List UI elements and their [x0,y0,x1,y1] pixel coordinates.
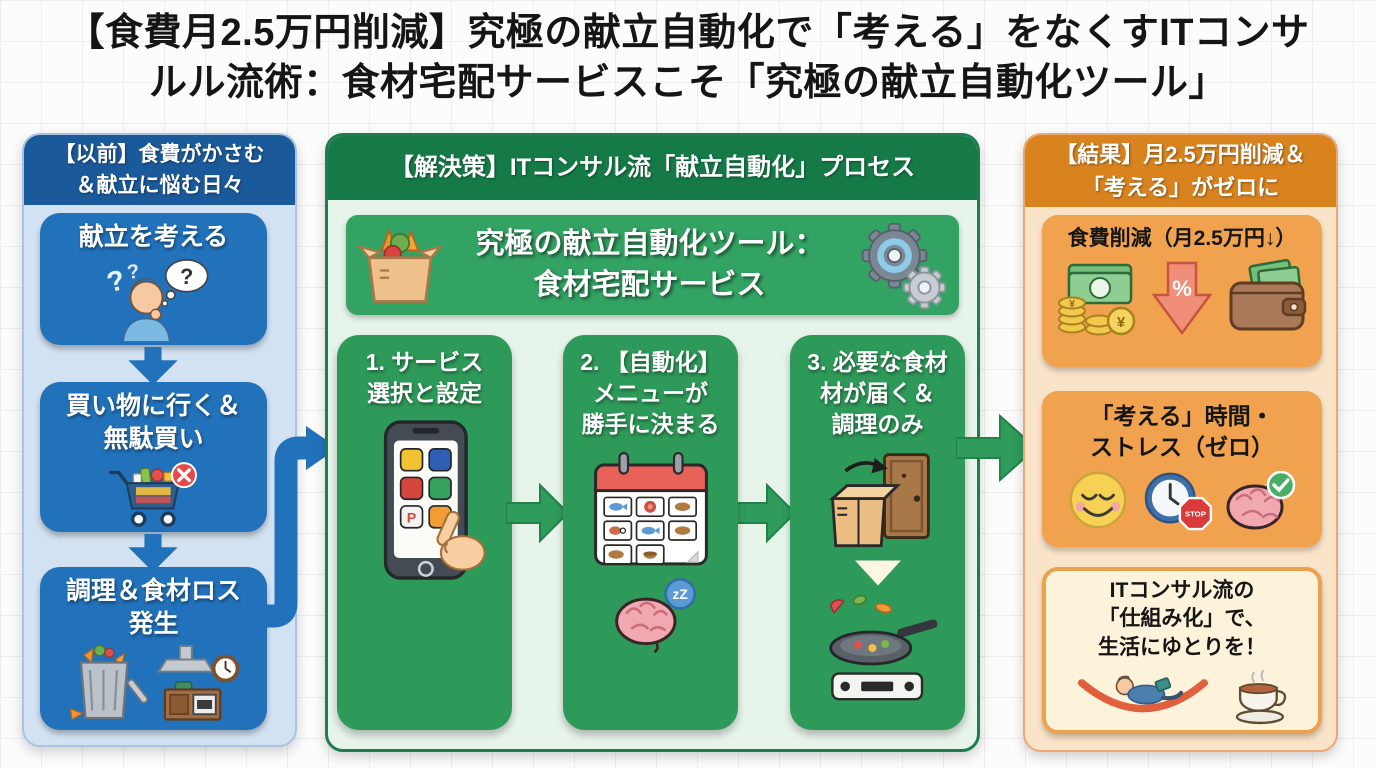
yen-label: ¥ [1069,299,1075,310]
result-card2-line1: 「考える」時間・ [1090,403,1274,429]
down-arrow-icon [128,347,178,385]
coffee-cup-icon [1235,670,1287,725]
brain-check-icon [1226,471,1296,530]
before-card2-title: 買い物に行く＆ 無駄買い [66,390,241,455]
result-card-zero-stress: 「考える」時間・ ストレス（ゼロ） STOP [1042,391,1322,547]
result-header-line2: 「考える」がゼロに [1081,175,1280,200]
thinking-person-icon: ? ? ? [103,258,208,342]
wasteful-shopping-cart-icon [108,462,197,527]
step3-label: 3. 必要な食材 材が届く＆ 調理のみ [790,347,965,440]
before-card-shopping-waste: 買い物に行く＆ 無駄買い [40,382,267,532]
food-waste-kitchen-icon [69,644,239,721]
step3-line1: 3. 必要な食材 [807,349,948,375]
solution-banner: 究極の献立自動化ツール： 食材宅配サービス [346,215,959,315]
step2-label: 2. 【自動化】 メニューが 勝手に決まる [563,347,738,440]
gears-icon [861,222,947,310]
before-column: 【以前】食費がかさむ ＆献立に悩む日々 献立を考える ? ? ? [22,133,297,747]
step3-line3: 調理のみ [831,411,924,438]
percent-down-arrow-icon: % [1151,262,1213,336]
s-curve-flow-arrow-icon [254,426,338,628]
app-p-label: P [406,511,416,527]
before-card3-line1: 調理＆食材ロス [65,577,241,605]
before-card-cooking-loss: 調理＆食材ロス 発生 [40,567,267,730]
menu-calendar-icon [593,452,708,566]
step1-line1: 1. サービス [365,349,484,375]
result-column: 【結果】月2.5万円削減＆ 「考える」がゼロに 食費削減（月2.5万円↓） ¥ [1023,133,1338,752]
result-card3-title: ITコンサル流の 「仕組み化」で、 生活にゆとりを！ [1046,577,1318,662]
result-card3-line2: 「仕組み化」で、 [1098,607,1266,631]
step1-label: 1. サービス 選択と設定 [337,347,512,409]
step2-line3: 勝手に決まる [581,411,720,438]
step-2-auto-menu: 2. 【自動化】 メニューが 勝手に決まる [563,335,738,730]
yen-label: ¥ [1117,314,1126,331]
stop-label: STOP [1185,510,1206,519]
before-card2-line1: 買い物に行く＆ [65,392,241,420]
question-mark-label: ? [103,264,128,299]
delivery-box-door-icon [828,453,930,548]
result-card2-title: 「考える」時間・ ストレス（ゼロ） [1042,401,1322,463]
before-header-line1: 【以前】食費がかさむ [54,142,265,166]
step2-line1: 2. 【自動化】 [580,349,721,375]
result-card2-line2: ストレス（ゼロ） [1090,434,1274,461]
vegetable-box-icon [358,227,442,303]
wallet-icon [1229,259,1307,331]
solution-header: 【解決策】ITコンサル流「献立自動化」プロセス [328,136,977,200]
before-card3-title: 調理＆食材ロス 発生 [66,575,241,640]
before-card-think-menu: 献立を考える ? ? ? [40,213,267,345]
right-arrow-icon [506,482,570,544]
result-header: 【結果】月2.5万円削減＆ 「考える」がゼロに [1025,135,1336,207]
result-card-life-message: ITコンサル流の 「仕組み化」で、 生活にゆとりを！ [1042,567,1322,734]
percent-label: % [1172,276,1192,301]
stop-clock-icon: STOP [1144,472,1213,531]
step1-line2: 選択と設定 [367,380,482,407]
before-card1-title: 献立を考える [78,223,229,251]
solution-banner-text: 究極の献立自動化ツール： 食材宅配サービス [442,224,857,305]
result-header-line1: 【結果】月2.5万円削減＆ [1055,142,1306,167]
right-arrow-icon [733,482,797,544]
smartphone-apps-tap-icon: P [383,420,486,580]
hammock-relax-icon [1077,675,1209,713]
down-arrow-icon [128,534,178,572]
cooking-pan-stove-icon [828,595,937,701]
before-card2-line2: 無駄買い [103,424,204,453]
title-line2: ルル流術：食材宅配サービスこそ「究極の献立自動化ツール」 [148,62,1227,105]
result-card3-line1: ITコンサル流の [1109,579,1255,602]
before-card3-line2: 発生 [128,609,179,638]
sleeping-brain-icon: zZ [614,578,696,654]
result-card3-line3: 生活にゆとりを！ [1098,635,1266,659]
before-header: 【以前】食費がかさむ ＆献立に悩む日々 [24,135,295,205]
down-triangle-icon [854,560,901,586]
banner-line1: 究極の献立自動化ツール： [475,228,824,261]
relaxed-face-icon [1069,471,1127,529]
sleep-zz-label: zZ [672,587,687,602]
step3-line2: 材が届く＆ [820,380,935,407]
result-card-cost-reduction: 食費削減（月2.5万円↓） ¥ ¥ % [1042,215,1322,367]
cash-coins-icon: ¥ ¥ [1058,264,1136,336]
question-mark-label: ? [125,260,140,283]
tapping-hand [435,510,486,571]
step-1-service-setup: 1. サービス 選択と設定 P [337,335,512,730]
exit-right-arrow-icon [956,413,1038,483]
solution-column: 【解決策】ITコンサル流「献立自動化」プロセス 究極の献立自動化ツール： 食材宅… [325,133,980,752]
red-cross-mark [176,468,191,483]
step-3-delivery-cook: 3. 必要な食材 材が届く＆ 調理のみ [790,335,965,730]
question-bubble-label: ? [180,264,193,289]
before-header-line2: ＆献立に悩む日々 [75,174,244,197]
title-line1: 【食費月2.5万円削減】究極の献立自動化で「考える」をなくすITコンサ [66,12,1310,54]
result-card1-title: 食費削減（月2.5万円↓） [1067,227,1297,250]
page-title: 【食費月2.5万円削減】究極の献立自動化で「考える」をなくすITコンサ ルル流術… [0,8,1376,108]
banner-line2: 食材宅配サービス [533,269,766,301]
step2-line2: メニューが [593,380,708,407]
